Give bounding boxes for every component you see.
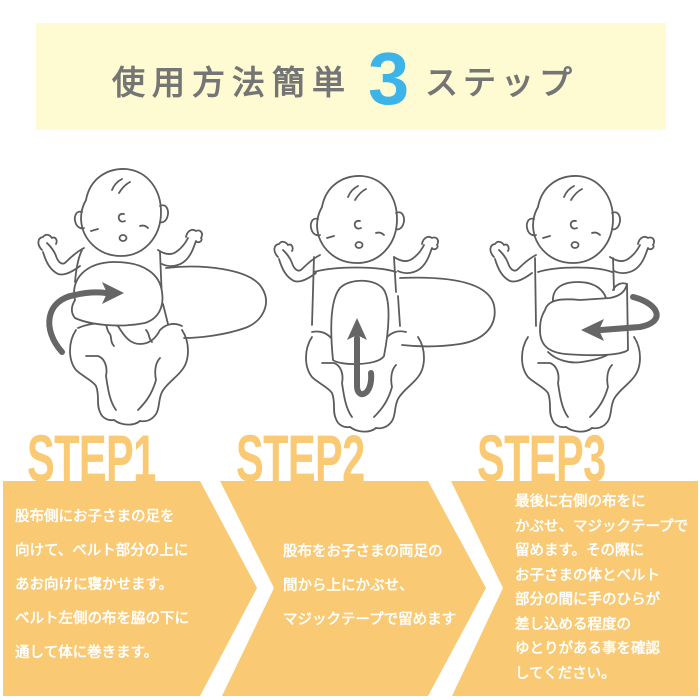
step2-description: 股布をお子さまの両足の 間から上にかぶせ、 マジックテープで留めます	[283, 535, 456, 637]
step1-line: あお向けに寝かせます。	[15, 577, 174, 593]
step3-line: お子さまの体とベルト	[515, 567, 660, 584]
step1-panel	[3, 481, 257, 696]
pillow-icon	[165, 265, 267, 339]
step2-panel	[220, 481, 486, 696]
step3-label: STEP3	[477, 421, 606, 495]
step3-line: 留めます。その際に	[515, 543, 645, 559]
step1-illustration	[37, 168, 267, 426]
step3-line: 差し込める程度の	[515, 616, 631, 633]
u-turn-arrow-up-icon	[354, 335, 375, 398]
step1-line: 通して体に巻きます。	[15, 645, 159, 661]
step2-illustration	[273, 175, 496, 433]
crotch-flap-icon	[330, 279, 390, 365]
title-banner	[36, 23, 666, 130]
step3-line: ゆとりがある事を確認	[515, 641, 660, 657]
step1-label: STEP1	[27, 421, 156, 495]
curved-arrow-right-icon	[46, 289, 109, 355]
step3-description: 最後に右側の布をに かぶせ、マジックテープで 留めます。その際に お子さまの体と…	[515, 490, 688, 686]
step1-line: 股布側にお子さまの足を	[15, 509, 175, 525]
step2-line: マジックテープで留めます	[283, 612, 457, 628]
pillow-icon	[399, 276, 496, 348]
title-prefix: 使用方法簡単	[112, 63, 352, 102]
step3-illustration	[489, 175, 660, 433]
step1-line: 向けて、ベルト部分の上に	[15, 543, 189, 559]
title-suffix: ステップ	[425, 63, 577, 102]
step3-line: かぶせ、マジックテープで	[515, 518, 689, 535]
title-number: 3	[368, 37, 410, 120]
step1-description: 股布側にお子さまの足を 向けて、ベルト部分の上に あお向けに寝かせます。 ベルト…	[15, 500, 189, 670]
step1-line: ベルト左側の布を脇の下に	[15, 611, 189, 627]
step3-panel	[451, 481, 698, 696]
step3-line: してください。	[515, 665, 616, 682]
step2-line: 股布をお子さまの両足の	[283, 544, 443, 560]
belt-wrap-icon	[539, 283, 629, 357]
step3-line: 最後に右側の布をに	[515, 494, 646, 510]
curved-arrow-left-icon	[598, 294, 660, 333]
step2-line: 間から上にかぶせ、	[283, 578, 414, 594]
step2-label: STEP2	[236, 421, 365, 495]
step3-line: 部分の間に手のひらが	[515, 592, 660, 608]
